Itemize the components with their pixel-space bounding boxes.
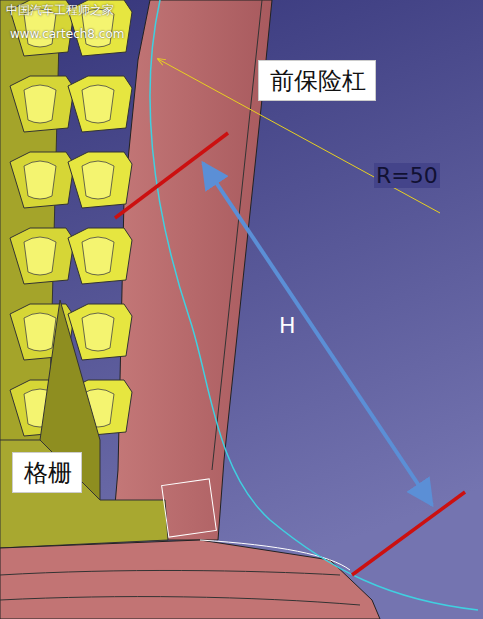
grille-slat — [68, 152, 132, 208]
part-name: 格栅 — [24, 459, 70, 488]
label-box: 格栅 — [12, 452, 82, 493]
grille-slat — [68, 228, 132, 284]
watermark: 中国汽车工程师之家 — [6, 2, 114, 19]
section-curve — [150, 0, 478, 610]
grille-slat — [10, 228, 74, 284]
radius-leader — [158, 59, 440, 213]
dimension-arrow — [203, 163, 432, 505]
dimension-text: H — [279, 313, 296, 338]
reference-line — [352, 492, 465, 575]
dimension-text: R=50 — [374, 163, 440, 188]
label-box: 前保险杠 — [258, 60, 376, 101]
bumper-face — [112, 0, 272, 540]
grille-slat — [68, 76, 132, 132]
lower-bumper — [0, 540, 380, 619]
watermark: www.cartech8.com — [10, 27, 124, 41]
part-name: 前保险杠 — [270, 67, 364, 96]
grille-slat — [10, 152, 74, 208]
grille-slat — [10, 76, 74, 132]
grille-slat — [68, 304, 132, 360]
